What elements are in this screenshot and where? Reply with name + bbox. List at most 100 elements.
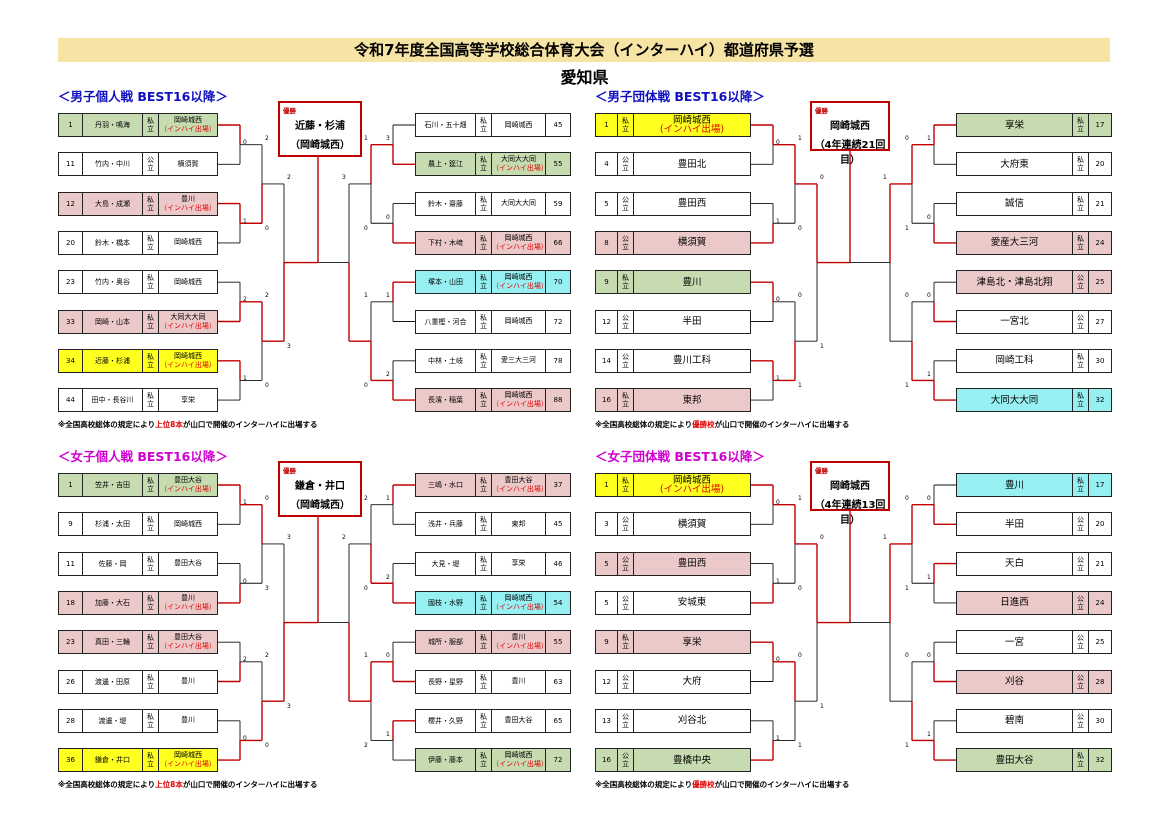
match-score: 0 <box>927 495 931 502</box>
school-cell: 岡崎城西 <box>159 271 217 293</box>
match-score: 2 <box>364 742 368 750</box>
match-score: 0 <box>776 499 780 506</box>
school-name: 豊川 <box>181 194 195 203</box>
school-name: 愛産大三河 <box>990 237 1039 249</box>
school-name: 豊橋中央 <box>672 754 711 766</box>
school-name: 豊川 <box>511 633 526 642</box>
match-score: 2 <box>265 134 269 142</box>
player-entry[interactable]: 城所・服部私立豊川（インハイ出場）55 <box>415 630 571 655</box>
school-type: 私立 <box>143 749 159 772</box>
seed-number: 25 <box>1095 278 1105 287</box>
note-text: ※全国高校総体の規定により <box>58 420 156 429</box>
player-names: 國枝・水野 <box>416 591 476 614</box>
match-score: 1 <box>364 134 368 142</box>
school-cell: 岡崎城西（インハイ出場） <box>492 389 548 412</box>
school-type: 公立 <box>618 192 634 215</box>
school-cell: 碧南 <box>957 709 1073 732</box>
school-type: 私立 <box>476 349 492 372</box>
school-cell: 一宮 <box>957 631 1073 654</box>
school-name: 刈谷 <box>1004 676 1024 687</box>
school-cell: 岡崎城西 <box>492 310 546 333</box>
school-cell: 横須賀 <box>634 513 750 535</box>
school-type: 私立 <box>1073 231 1089 254</box>
match-score: 1 <box>883 533 887 541</box>
player-entry[interactable]: 國枝・水野私立岡崎城西（インハイ出場）54 <box>415 590 571 615</box>
match-score: 0 <box>905 494 909 502</box>
match-score: 1 <box>798 134 802 142</box>
champion-school: （岡崎城西） <box>290 140 350 151</box>
school-type: 公立 <box>618 749 634 772</box>
player-names: 八重樫・河合 <box>416 310 476 333</box>
seed-number: 14 <box>596 349 618 372</box>
match-score: 1 <box>386 730 390 738</box>
match-score: 3 <box>287 533 291 541</box>
player-entry[interactable]: 塚本・山田私立岡崎城西（インハイ出場）70 <box>415 270 571 295</box>
player-entry[interactable]: 三嶋・水口私立豊田大谷（インハイ出場）37 <box>415 473 571 497</box>
player-entry[interactable]: 農上・筵江私立大同大大同（インハイ出場）55 <box>415 152 571 177</box>
champion-school: （4年連続21回目） <box>814 140 886 166</box>
player-names: 長濱・稲葉 <box>416 389 476 412</box>
player-entry[interactable]: 伊藤・藤本私立岡崎城西（インハイ出場）72 <box>415 748 571 773</box>
player-entry[interactable]: 長濱・稲葉私立岡崎城西（インハイ出場）88 <box>415 388 571 413</box>
player-names: 鈴木・橋本 <box>83 231 143 254</box>
school-cell: 享栄 <box>634 631 750 653</box>
